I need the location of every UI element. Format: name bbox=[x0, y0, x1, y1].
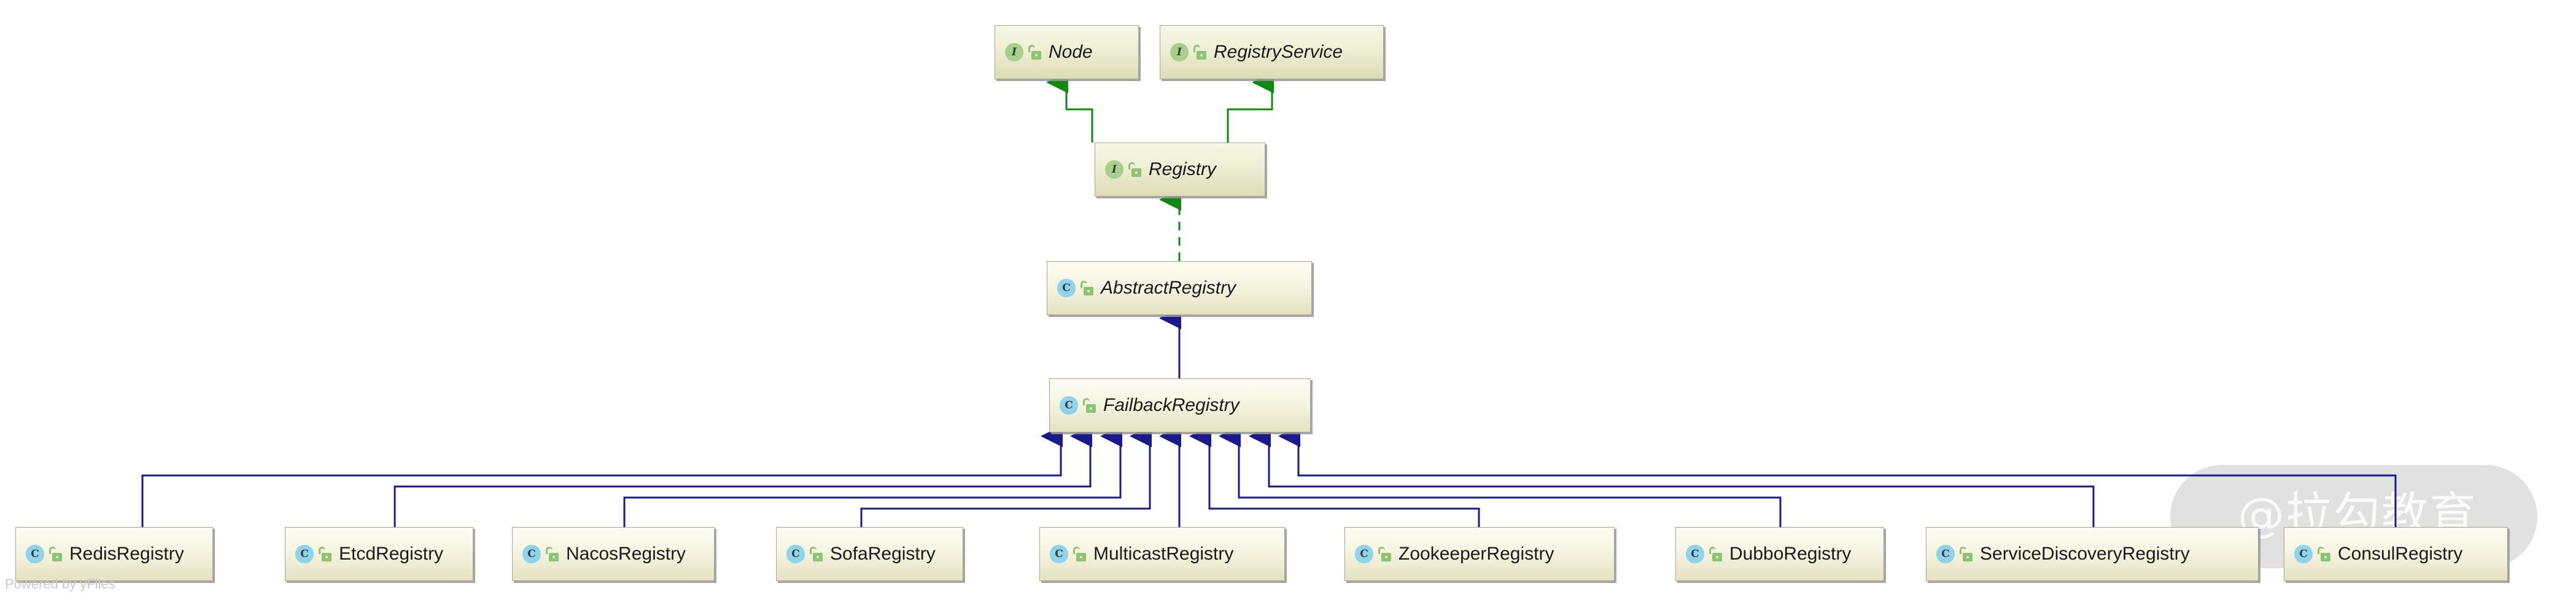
unlocked-lock-icon bbox=[1128, 162, 1141, 177]
unlocked-lock-icon bbox=[1959, 547, 1973, 561]
unlocked-lock-icon bbox=[545, 547, 559, 561]
uml-node-label: ServiceDiscoveryRegistry bbox=[1980, 544, 2190, 564]
uml-node-zookeeperregistry[interactable]: C ZookeeperRegistry bbox=[1344, 527, 1615, 581]
uml-node-label: Registry bbox=[1149, 159, 1217, 179]
edge-registry-to-node bbox=[1046, 71, 1093, 143]
unlocked-lock-icon bbox=[1709, 547, 1722, 561]
edge-servicediscoveryregistry-to-failbackregistry bbox=[1249, 425, 2095, 527]
edge-nacosregistry-to-failbackregistry bbox=[623, 425, 1122, 527]
lock-shackle-icon bbox=[1080, 281, 1087, 288]
lock-shackle-icon bbox=[1378, 547, 1385, 554]
edges-group bbox=[141, 71, 2397, 527]
lock-body-icon bbox=[1084, 287, 1093, 295]
uml-node-consulregistry[interactable]: C ConsulRegistry bbox=[2284, 527, 2508, 581]
uml-node-label: FailbackRegistry bbox=[1103, 395, 1240, 415]
unlocked-lock-icon bbox=[2317, 547, 2330, 561]
unlocked-lock-icon bbox=[1378, 547, 1391, 561]
lock-body-icon bbox=[1131, 168, 1141, 177]
uml-node-dubboregistry[interactable]: C DubboRegistry bbox=[1675, 527, 1884, 581]
lock-body-icon bbox=[1712, 553, 1722, 561]
uml-node-servicediscoveryregistry[interactable]: C ServiceDiscoveryRegistry bbox=[1926, 527, 2259, 581]
unlocked-lock-icon bbox=[1028, 45, 1041, 60]
lock-body-icon bbox=[1086, 404, 1096, 413]
uml-node-etcdregistry[interactable]: C EtcdRegistry bbox=[285, 527, 473, 581]
lock-body-icon bbox=[813, 553, 823, 561]
class-badge-icon: C bbox=[1050, 545, 1068, 563]
lock-body-icon bbox=[1197, 51, 1206, 60]
class-badge-icon: C bbox=[786, 545, 805, 563]
uml-node-label: ZookeeperRegistry bbox=[1399, 544, 1554, 564]
unlocked-lock-icon bbox=[48, 547, 62, 561]
class-badge-icon: C bbox=[295, 545, 314, 563]
unlocked-lock-icon bbox=[809, 547, 823, 561]
uml-node-label: NacosRegistry bbox=[566, 544, 686, 564]
edge-consulregistry-to-failbackregistry bbox=[1278, 425, 2397, 527]
lock-shackle-icon bbox=[2318, 547, 2324, 554]
lock-shackle-icon bbox=[1028, 45, 1035, 52]
edge-etcdregistry-to-failbackregistry bbox=[394, 425, 1092, 527]
lock-shackle-icon bbox=[810, 547, 817, 554]
class-badge-icon: C bbox=[1355, 545, 1373, 563]
class-badge-icon: C bbox=[1686, 545, 1704, 563]
lock-body-icon bbox=[1031, 51, 1041, 60]
interface-badge-icon: I bbox=[1005, 43, 1023, 61]
lock-shackle-icon bbox=[1128, 162, 1135, 170]
uml-node-nacosregistry[interactable]: C NacosRegistry bbox=[512, 527, 715, 581]
lock-body-icon bbox=[1963, 553, 1973, 561]
uml-node-label: DubboRegistry bbox=[1729, 544, 1852, 564]
yfiles-credit: Powered by yFiles bbox=[5, 576, 115, 592]
class-badge-icon: C bbox=[1057, 279, 1076, 297]
uml-node-registryservice[interactable]: I RegistryService bbox=[1160, 25, 1384, 79]
uml-node-label: EtcdRegistry bbox=[339, 544, 444, 564]
interface-badge-icon: I bbox=[1170, 43, 1189, 61]
uml-node-label: AbstractRegistry bbox=[1101, 278, 1236, 298]
interface-badge-icon: I bbox=[1105, 160, 1123, 179]
lock-shackle-icon bbox=[1083, 398, 1090, 405]
edge-dubboregistry-to-failbackregistry bbox=[1219, 425, 1782, 527]
class-badge-icon: C bbox=[2294, 545, 2313, 563]
uml-node-multicastregistry[interactable]: C MulticastRegistry bbox=[1039, 527, 1285, 581]
lock-body-icon bbox=[2321, 553, 2330, 561]
lock-shackle-icon bbox=[546, 547, 553, 554]
lock-shackle-icon bbox=[319, 547, 325, 554]
class-badge-icon: C bbox=[26, 545, 44, 563]
unlocked-lock-icon bbox=[318, 547, 332, 561]
class-badge-icon: C bbox=[1936, 545, 1955, 563]
class-badge-icon: C bbox=[1060, 396, 1078, 415]
unlocked-lock-icon bbox=[1080, 281, 1093, 295]
lock-body-icon bbox=[1076, 553, 1086, 561]
edge-zookeeperregistry-to-failbackregistry bbox=[1189, 425, 1480, 527]
lock-body-icon bbox=[1381, 553, 1391, 561]
lock-shackle-icon bbox=[1709, 547, 1716, 554]
lock-body-icon bbox=[322, 553, 332, 561]
lock-shackle-icon bbox=[1073, 547, 1080, 554]
uml-node-label: SofaRegistry bbox=[830, 544, 936, 564]
uml-node-label: RegistryService bbox=[1214, 42, 1343, 62]
lock-shackle-icon bbox=[1193, 45, 1200, 52]
uml-node-label: ConsulRegistry bbox=[2338, 544, 2463, 564]
uml-node-abstractregistry[interactable]: C AbstractRegistry bbox=[1047, 261, 1312, 315]
edge-sofaregistry-to-failbackregistry bbox=[860, 425, 1152, 527]
uml-node-label: RedisRegistry bbox=[69, 544, 184, 564]
class-badge-icon: C bbox=[522, 545, 541, 563]
uml-node-label: MulticastRegistry bbox=[1093, 544, 1234, 564]
unlocked-lock-icon bbox=[1073, 547, 1086, 561]
uml-node-failbackregistry[interactable]: C FailbackRegistry bbox=[1049, 378, 1311, 432]
edge-redisregistry-to-failbackregistry bbox=[141, 425, 1063, 527]
lock-body-icon bbox=[52, 553, 62, 561]
lock-body-icon bbox=[549, 553, 559, 561]
lock-shackle-icon bbox=[1960, 547, 1966, 554]
uml-node-node[interactable]: I Node bbox=[995, 25, 1139, 79]
unlocked-lock-icon bbox=[1082, 398, 1096, 413]
uml-node-label: Node bbox=[1049, 42, 1093, 62]
lock-shackle-icon bbox=[49, 547, 56, 554]
uml-node-redisregistry[interactable]: C RedisRegistry bbox=[15, 527, 213, 581]
edge-registry-to-registryservice bbox=[1227, 71, 1274, 143]
uml-node-sofaregistry[interactable]: C SofaRegistry bbox=[776, 527, 963, 581]
unlocked-lock-icon bbox=[1193, 45, 1206, 60]
uml-node-registry[interactable]: I Registry bbox=[1095, 143, 1265, 197]
